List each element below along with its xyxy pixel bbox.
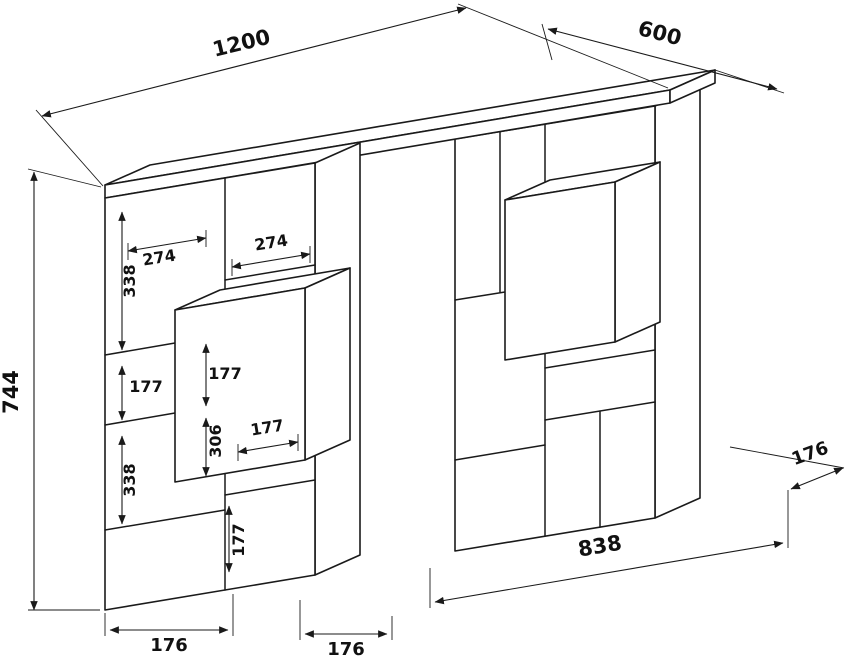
dim-label-gap: 177 bbox=[129, 377, 162, 396]
dim-label-cube-height: 306 bbox=[206, 424, 225, 457]
dimension-cube-inner-177: 177 bbox=[202, 343, 242, 407]
dimension-col2-274: 274 bbox=[231, 231, 311, 276]
dimension-center-foot-176: 176 bbox=[299, 600, 393, 660]
right-cube-side bbox=[614, 161, 661, 343]
right-cube-front bbox=[504, 181, 616, 361]
left-unit-shelf bbox=[104, 342, 176, 356]
left-unit-shelf bbox=[224, 479, 316, 496]
dim-label-bottom-cell: 177 bbox=[229, 523, 248, 556]
dim-label-col2: 274 bbox=[253, 231, 289, 255]
dim-label-lower: 338 bbox=[120, 463, 139, 496]
dim-label-cube-width: 177 bbox=[249, 416, 285, 440]
left-unit-shelf bbox=[104, 509, 226, 531]
dim-label-length: 1200 bbox=[210, 25, 272, 62]
right-shelf-unit bbox=[454, 85, 701, 552]
dim-label-height: 744 bbox=[0, 370, 23, 414]
right-unit-side-panel bbox=[654, 85, 701, 519]
dimension-cube-width-177: 177 bbox=[237, 416, 299, 461]
right-unit-cube bbox=[504, 161, 661, 361]
dim-label-upper: 338 bbox=[120, 264, 139, 297]
desktop bbox=[104, 69, 716, 199]
dimension-col1-274: 274 bbox=[127, 230, 207, 270]
dim-label-col1: 274 bbox=[141, 246, 177, 270]
dimension-gap-177: 177 bbox=[118, 365, 163, 421]
dimension-right-foot-176: 176 bbox=[729, 438, 845, 490]
dim-label-right-foot: 176 bbox=[789, 438, 831, 471]
left-cube-front bbox=[174, 287, 306, 483]
dimension-height-744: 744 bbox=[0, 168, 102, 611]
left-cube-side bbox=[304, 267, 351, 461]
right-unit-shelf bbox=[454, 444, 546, 461]
dimension-upper-338: 338 bbox=[118, 211, 139, 351]
left-unit-shelf bbox=[104, 412, 176, 426]
dimension-cube-306: 306 bbox=[202, 417, 225, 477]
dimension-left-foot-176: 176 bbox=[104, 594, 234, 656]
dimension-lower-338: 338 bbox=[118, 435, 139, 525]
dim-label-center-foot: 176 bbox=[327, 639, 365, 660]
left-unit-cube bbox=[174, 267, 351, 483]
right-unit-shelf bbox=[454, 291, 506, 301]
dim-label-depth: 600 bbox=[636, 16, 684, 50]
dim-label-cube-inner: 177 bbox=[208, 364, 241, 383]
dimension-bottom-cell-177: 177 bbox=[225, 505, 248, 573]
dim-label-span: 838 bbox=[576, 531, 623, 562]
dim-label-left-foot: 176 bbox=[150, 635, 188, 656]
right-unit-shelf bbox=[544, 349, 656, 369]
